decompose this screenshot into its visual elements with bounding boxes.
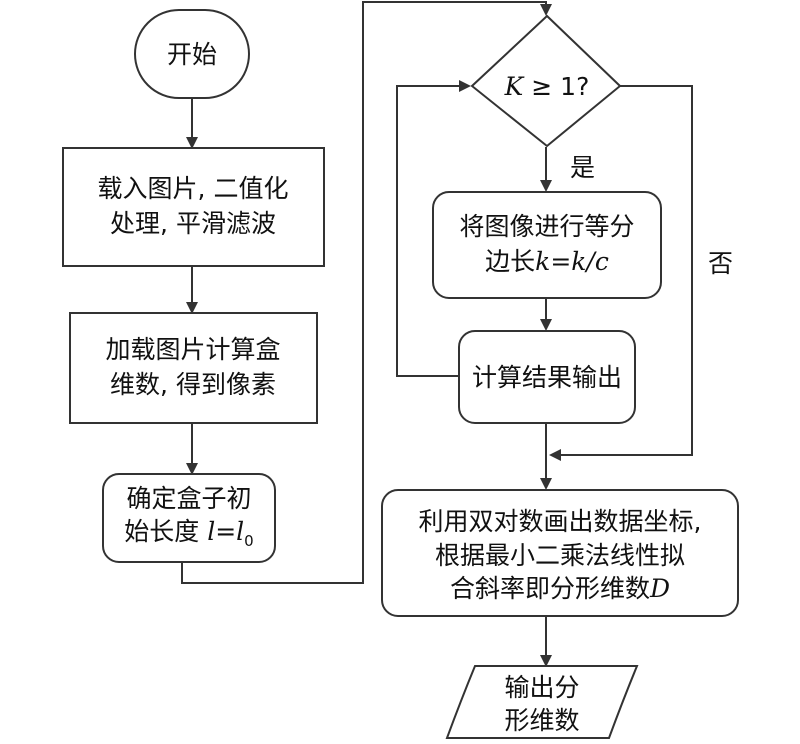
decision-condition: ≥ 1?	[523, 72, 589, 101]
yes-label: 是	[570, 153, 595, 182]
split-line1: 将图像进行等分	[459, 212, 634, 241]
end-node: 输出分 形维数	[445, 665, 639, 739]
compute-box-node: 加载图片计算盒 维数, 得到像素	[69, 312, 318, 424]
init-length-line2: 始长度 l=l0	[124, 517, 253, 550]
equals-sign: =	[215, 517, 236, 546]
split-expression: k=k/c	[535, 247, 609, 276]
subscript-zero: 0	[244, 532, 254, 550]
decision-label: K ≥ 1?	[504, 72, 590, 101]
var-l: l	[207, 517, 215, 546]
split-image-node: 将图像进行等分 边长k=k/c	[432, 191, 662, 299]
load-image-line1: 载入图片, 二值化	[98, 174, 289, 203]
split-line2: 边长k=k/c	[485, 247, 609, 276]
compute-box-line2: 维数, 得到像素	[110, 370, 276, 399]
start-node: 开始	[134, 9, 250, 99]
fit-line2: 根据最小二乘法线性拟	[435, 541, 685, 570]
no-label: 否	[708, 249, 733, 278]
load-image-line2: 处理, 平滑滤波	[110, 209, 276, 238]
end-line1: 输出分	[504, 673, 579, 702]
edge-init-to-decision	[181, 1, 552, 584]
edge-decision-no	[549, 85, 693, 461]
var-K: K	[504, 72, 525, 101]
edge-loop-back	[396, 80, 471, 377]
decision-node: K ≥ 1?	[470, 14, 622, 148]
var-l0: l	[236, 517, 244, 546]
init-length-prefix: 始长度	[124, 517, 207, 546]
compute-box-line1: 加载图片计算盒	[105, 335, 280, 364]
fit-line3-prefix: 合斜率即分形维数	[450, 574, 650, 603]
load-image-node: 载入图片, 二值化 处理, 平滑滤波	[62, 147, 325, 267]
fit-node: 利用双对数画出数据坐标, 根据最小二乘法线性拟 合斜率即分形维数D	[381, 489, 739, 617]
split-prefix: 边长	[485, 247, 535, 276]
output-result-label: 计算结果输出	[472, 363, 622, 392]
var-D: D	[649, 574, 670, 603]
init-length-node: 确定盒子初 始长度 l=l0	[102, 473, 276, 563]
start-label: 开始	[167, 40, 217, 69]
output-result-node: 计算结果输出	[458, 330, 636, 424]
init-length-line1: 确定盒子初	[126, 484, 251, 513]
end-line2: 形维数	[504, 706, 579, 735]
fit-line3: 合斜率即分形维数D	[450, 574, 670, 603]
fit-line1: 利用双对数画出数据坐标,	[419, 507, 702, 536]
